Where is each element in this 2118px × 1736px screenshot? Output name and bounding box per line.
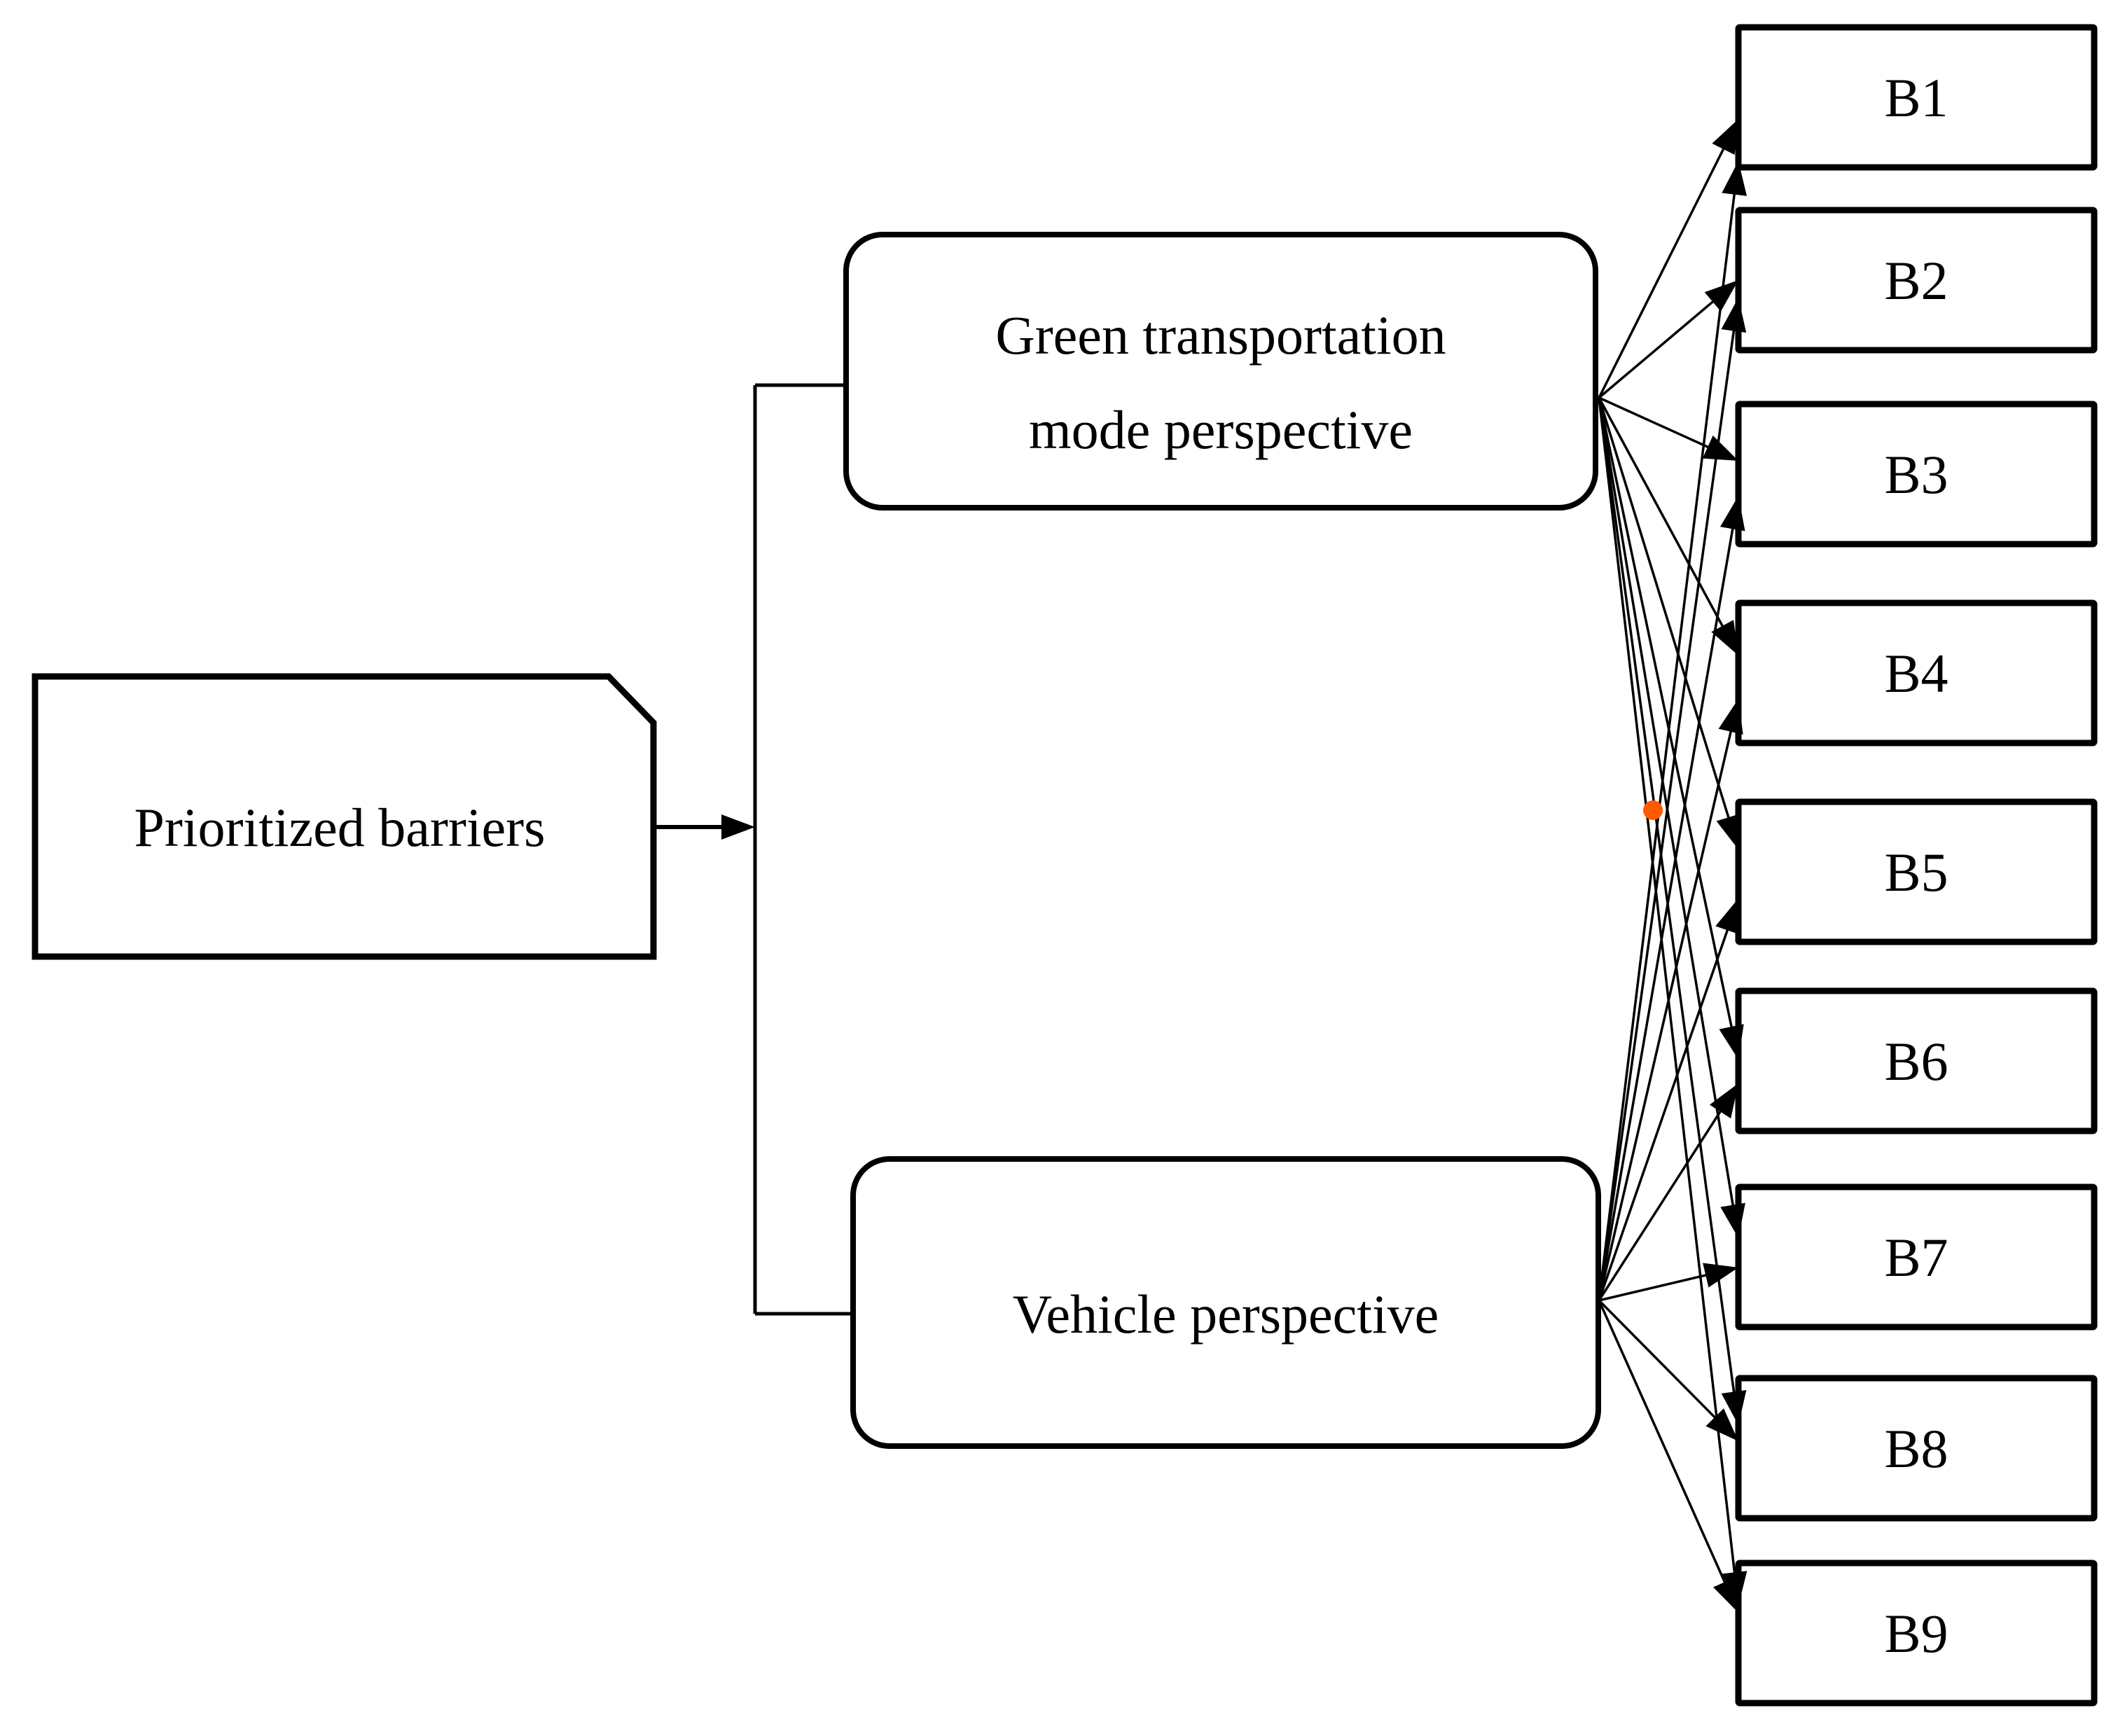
barrier-box [1735, 1183, 2098, 1331]
edge-green-b3 [1598, 396, 1738, 461]
edge-vehicle-b4 [1598, 699, 1743, 1301]
barrier-label: B7 [1884, 1227, 1948, 1288]
edge-green-b2 [1598, 280, 1739, 399]
prioritized-barriers-label: Prioritized barriers [134, 797, 546, 858]
barrier-label: B1 [1884, 67, 1948, 128]
barrier-label: B4 [1884, 643, 1948, 704]
green-perspective-box [843, 232, 1598, 511]
barrier-node-b1: B1 [1735, 24, 2098, 171]
edge-green-b1 [1598, 119, 1739, 398]
barrier-node-b7: B7 [1735, 1183, 2098, 1331]
annotation-dot [1643, 800, 1663, 820]
barrier-box [1735, 1560, 2098, 1707]
edge-green-b9 [1598, 397, 1747, 1606]
edge-green-b4 [1598, 397, 1739, 656]
barrier-node-b3: B3 [1735, 401, 2098, 548]
barrier-node-b9: B9 [1735, 1560, 2098, 1707]
edge-green-b6 [1598, 397, 1744, 1060]
vehicle-perspective-label: Vehicle perspective [1013, 1284, 1439, 1345]
edge-vehicle-b8 [1598, 1299, 1738, 1442]
edge-vehicle-b3 [1598, 496, 1745, 1301]
edge-vehicle-b5 [1598, 898, 1740, 1301]
green-perspective-label-line2: mode perspective [1029, 399, 1413, 460]
barrier-node-b6: B6 [1735, 987, 2098, 1134]
edge-green-b7 [1598, 397, 1745, 1239]
barrier-label: B2 [1884, 250, 1948, 311]
barrier-box [1735, 987, 2098, 1134]
edge-green-b8 [1598, 397, 1747, 1426]
barrier-label: B3 [1884, 444, 1948, 505]
barrier-box [1735, 24, 2098, 171]
barrier-label: B6 [1884, 1031, 1948, 1092]
barrier-label: B5 [1884, 842, 1948, 903]
barrier-box [1735, 401, 2098, 548]
edge-vehicle-b7 [1598, 1263, 1739, 1302]
barrier-node-b5: B5 [1735, 798, 2098, 945]
vehicle-perspective-box [850, 1156, 1601, 1449]
barrier-label: B9 [1884, 1603, 1948, 1664]
edge-vehicle-b9 [1598, 1300, 1738, 1613]
prioritized-barriers-box [32, 673, 657, 960]
barrier-label: B8 [1884, 1418, 1948, 1479]
barrier-box [1735, 207, 2098, 354]
edge-vehicle-b1 [1598, 160, 1747, 1301]
edges-layer [1598, 119, 1747, 1613]
barrier-box [1735, 1375, 2098, 1522]
barrier-node-b4: B4 [1735, 599, 2098, 747]
barrier-box [1735, 798, 2098, 945]
edge-vehicle-b2 [1598, 297, 1747, 1301]
barrier-node-b2: B2 [1735, 207, 2098, 354]
edge-green-b5 [1598, 397, 1741, 850]
green-perspective-label-line1: Green transportation [995, 305, 1446, 366]
barrier-node-b8: B8 [1735, 1375, 2098, 1522]
barrier-box [1735, 599, 2098, 747]
bracket-connector [753, 383, 853, 1316]
edge-vehicle-b6 [1598, 1083, 1738, 1301]
